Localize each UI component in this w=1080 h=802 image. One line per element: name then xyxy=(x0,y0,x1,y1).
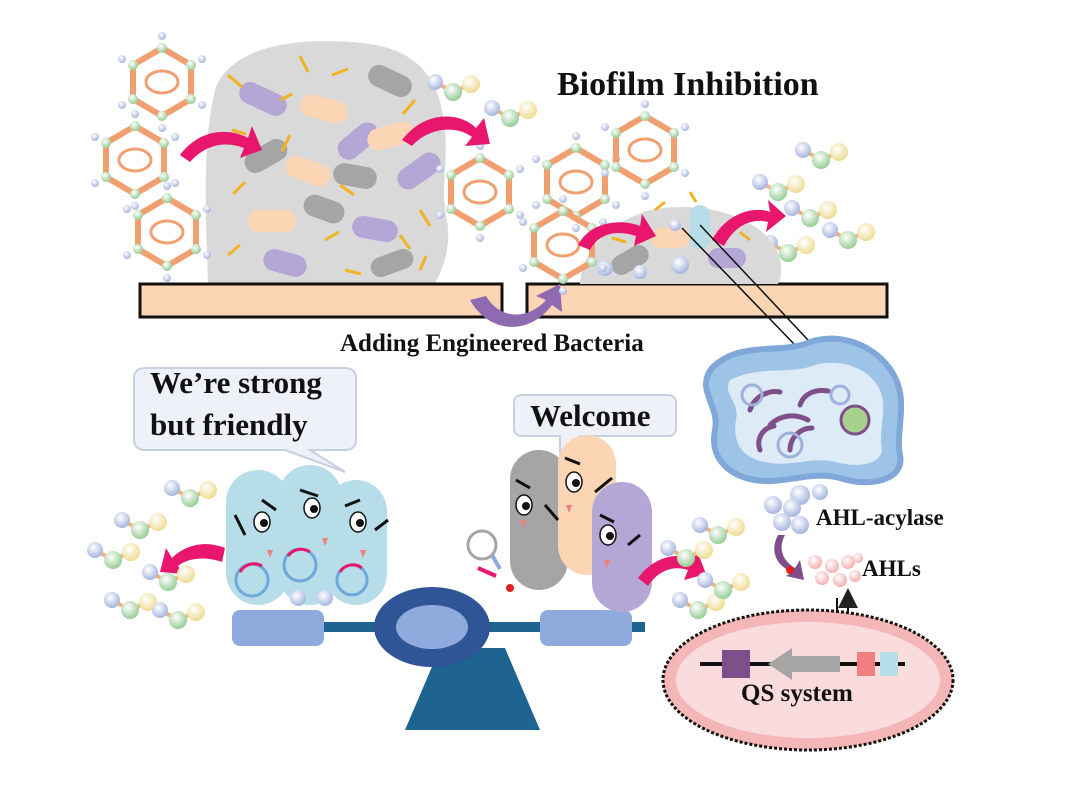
speech-bubble-left xyxy=(133,367,357,473)
speech-right-text: Welcome xyxy=(530,398,651,433)
ahl-molecules xyxy=(786,553,863,587)
degradation-arrow xyxy=(774,535,804,580)
uptake-arrows-left xyxy=(180,116,490,162)
qs-system-cell xyxy=(661,608,955,752)
transition-arrow xyxy=(470,284,562,327)
zoom-lines xyxy=(681,224,809,346)
diagram-title: Biofilm Inhibition xyxy=(557,66,819,103)
step-label: Adding Engineered Bacteria xyxy=(340,330,644,357)
substrate-surface xyxy=(138,282,889,319)
uptake-arrows-right xyxy=(578,200,786,250)
signal-label: AHLs xyxy=(862,556,921,581)
enzyme-label: AHL-acylase xyxy=(816,505,944,530)
mature-biofilm xyxy=(205,41,449,283)
biofilm-matrix-fibers xyxy=(227,55,432,276)
native-bacteria-group xyxy=(466,435,652,612)
seesaw xyxy=(232,587,645,730)
speech-left-line1: We’re strong xyxy=(150,365,322,400)
biofilm-bacteria-cluster xyxy=(239,64,441,278)
engineered-bacteria-group xyxy=(226,465,389,606)
inhibited-biofilm xyxy=(580,191,782,284)
qs-system-label: QS system xyxy=(741,680,853,707)
enzyme-cluster xyxy=(764,496,809,534)
engineered-cell-zoom xyxy=(703,335,905,505)
release-arrows-bottom xyxy=(160,544,706,586)
speech-left-line2: but friendly xyxy=(150,407,308,442)
